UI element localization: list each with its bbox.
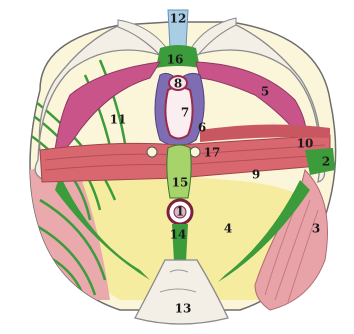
label-6: 6 (198, 121, 206, 135)
label-7: 7 (181, 106, 189, 120)
label-16: 16 (167, 53, 184, 67)
label-14: 14 (170, 228, 187, 242)
label-15: 15 (172, 176, 189, 190)
label-8: 8 (174, 77, 182, 91)
label-1: 1 (176, 205, 184, 219)
label-12: 12 (170, 12, 187, 26)
label-9: 9 (252, 168, 260, 182)
label-3: 3 (312, 222, 320, 236)
label-13: 13 (175, 302, 192, 316)
label-10: 10 (297, 137, 314, 151)
label-2: 2 (322, 155, 330, 169)
greater-vestibular-gland-right (190, 147, 200, 157)
label-4: 4 (224, 222, 232, 236)
perineal-body-15 (167, 145, 191, 198)
label-11: 11 (110, 113, 127, 127)
greater-vestibular-gland-left (147, 147, 157, 157)
label-17: 17 (204, 146, 221, 160)
label-5: 5 (261, 85, 269, 99)
